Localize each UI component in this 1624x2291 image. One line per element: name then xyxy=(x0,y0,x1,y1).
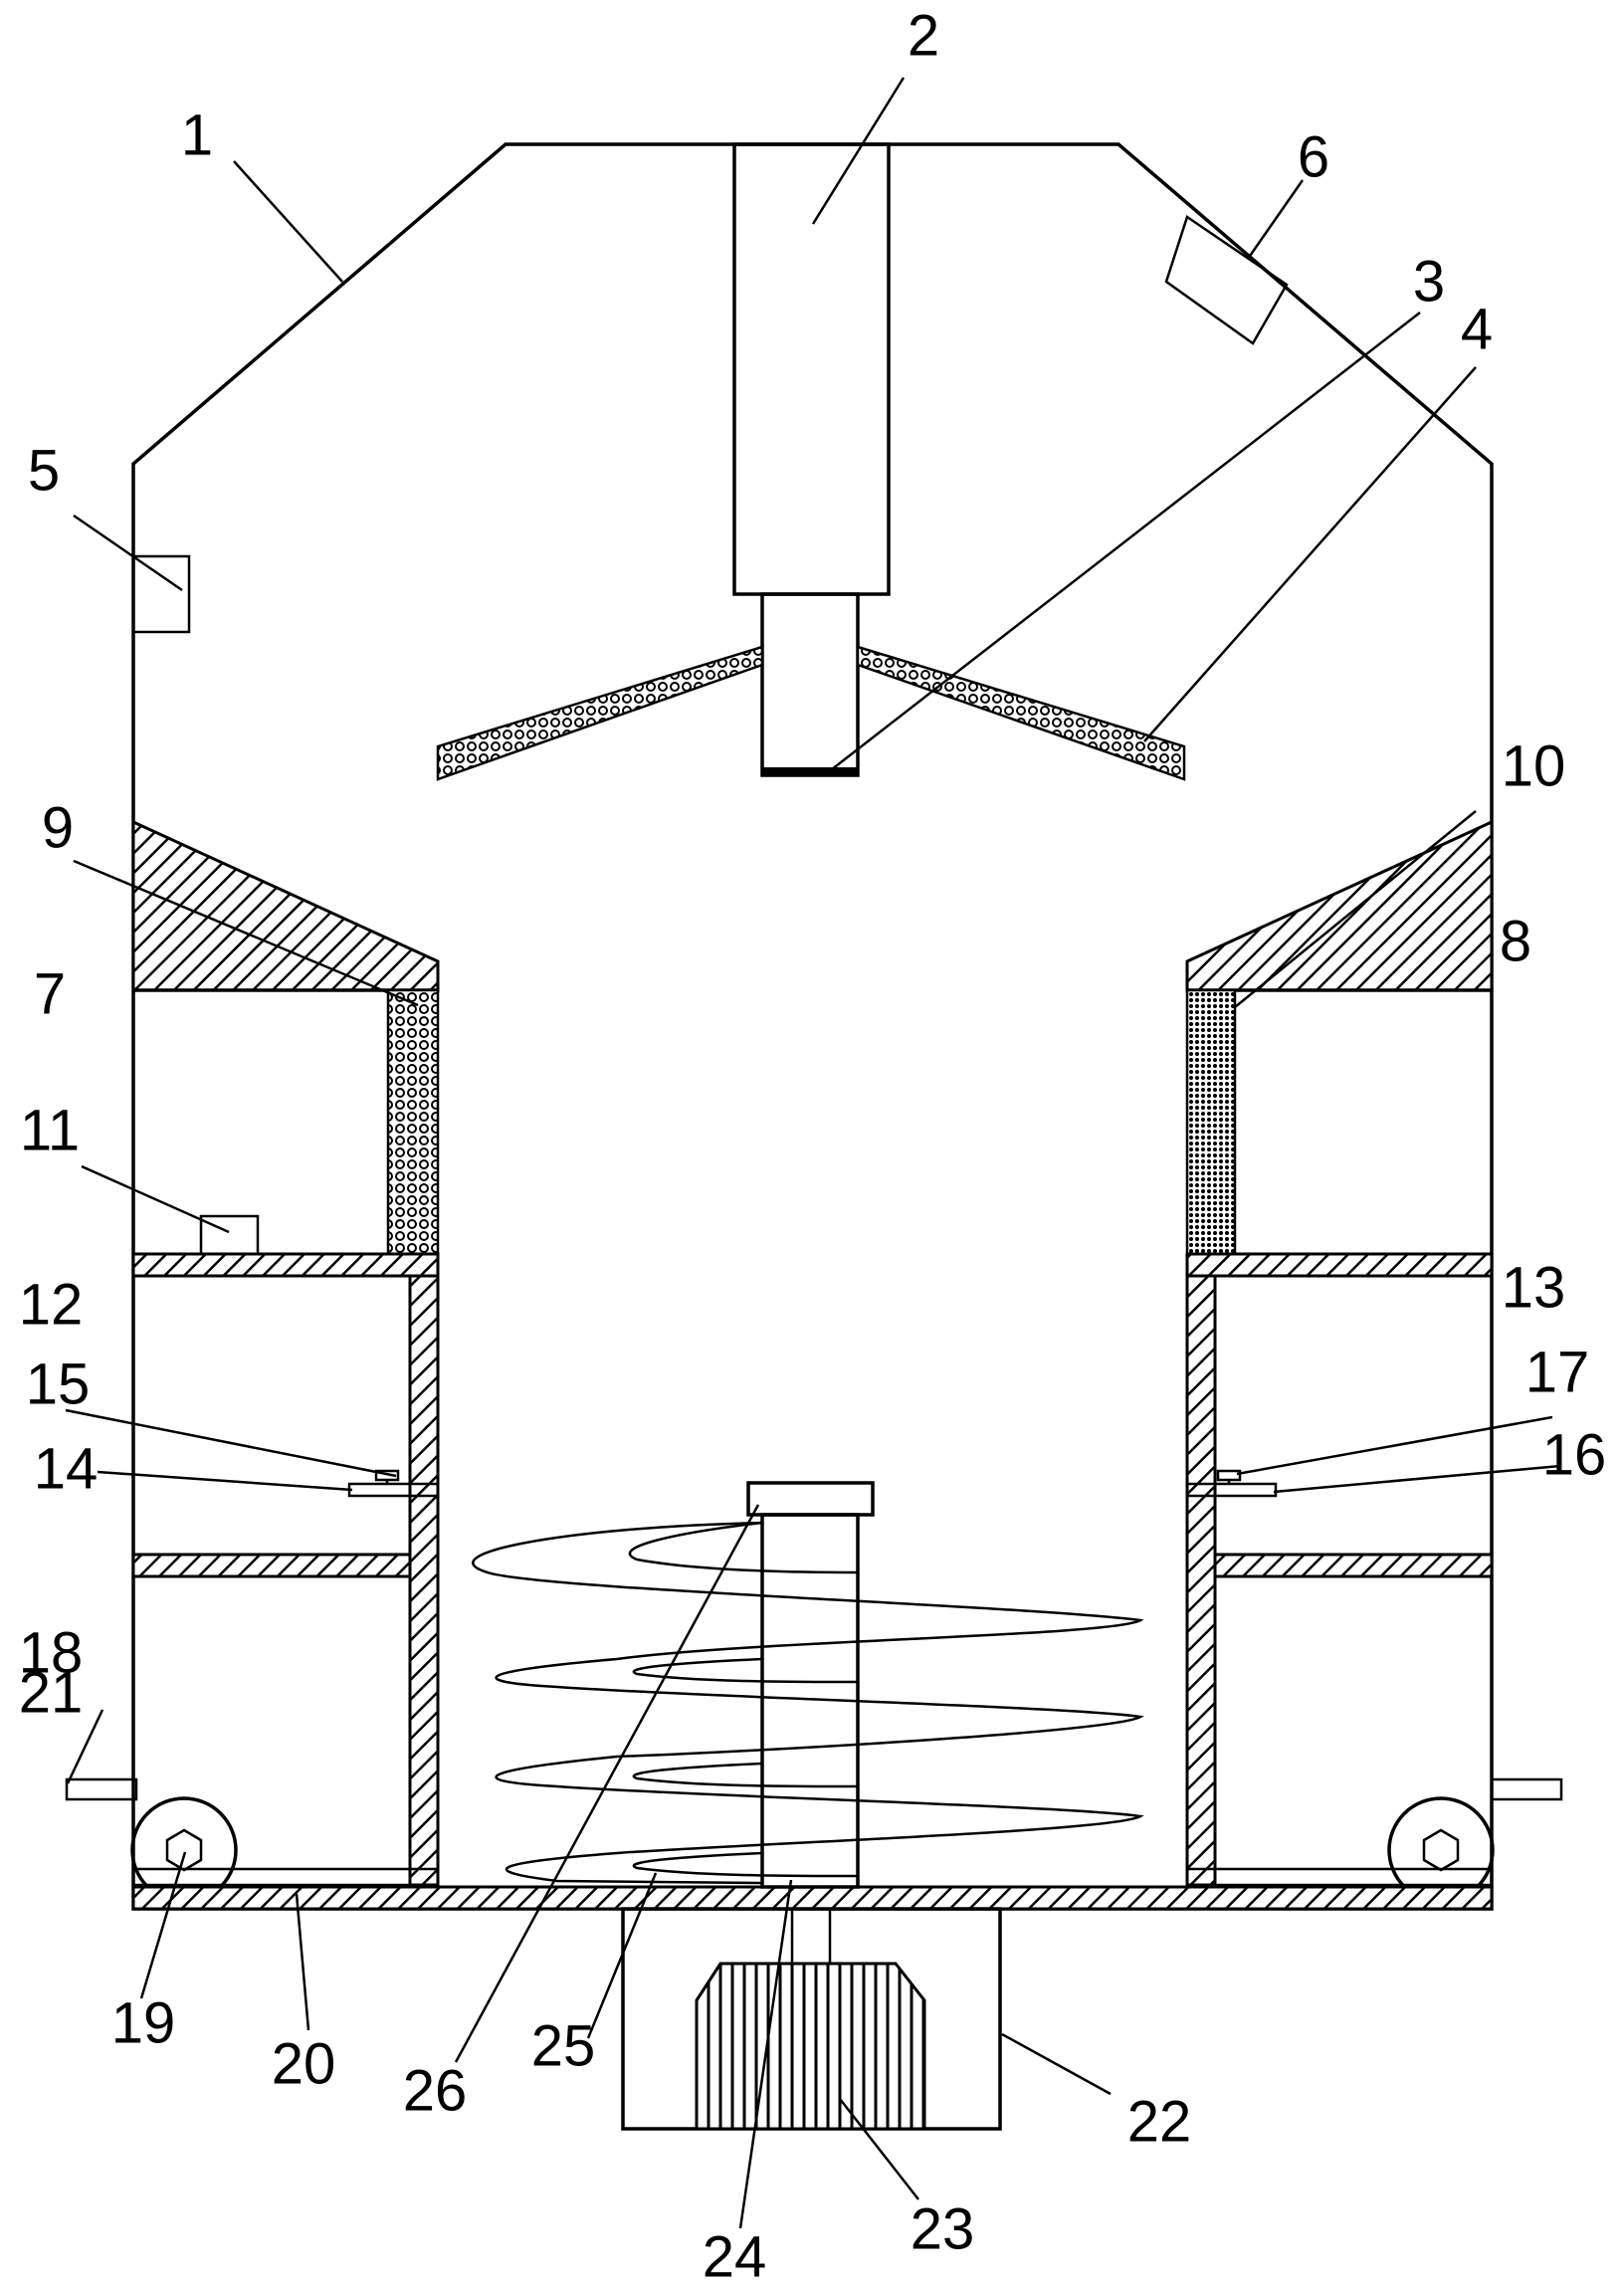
label-2: 2 xyxy=(908,3,939,68)
label-7: 7 xyxy=(34,961,66,1026)
tray-20-right xyxy=(1185,1867,1494,1887)
left-shelf-lower xyxy=(131,1553,412,1578)
handle-21-right xyxy=(1490,1777,1563,1801)
plate-16 xyxy=(1185,1482,1278,1498)
label-24: 24 xyxy=(703,2224,767,2289)
right-shelf-lower xyxy=(1213,1553,1494,1578)
label-9: 9 xyxy=(42,795,74,860)
spray-arm-right xyxy=(856,645,1186,781)
label-12: 12 xyxy=(19,1272,84,1337)
right-shelf-upper xyxy=(1185,1252,1494,1278)
left-inner-wall xyxy=(408,1274,440,1887)
label-3: 3 xyxy=(1413,249,1445,313)
drive-shaft xyxy=(790,1907,832,1966)
label-13: 13 xyxy=(1502,1255,1566,1320)
box-11 xyxy=(199,1214,260,1256)
label-8: 8 xyxy=(1500,909,1531,973)
label-5: 5 xyxy=(28,438,60,503)
label-10: 10 xyxy=(1502,733,1566,798)
wheel-right-hub xyxy=(1422,1828,1460,1872)
right-slope-block xyxy=(1185,819,1494,992)
label-1: 1 xyxy=(181,103,213,167)
label-22: 22 xyxy=(1127,2089,1192,2154)
label-14: 14 xyxy=(34,1436,99,1501)
spiral-blade xyxy=(472,1521,1144,1885)
sensor-5 xyxy=(131,554,191,634)
label-11: 11 xyxy=(20,1098,80,1162)
base-plate xyxy=(131,1885,1494,1911)
wheel-left-hub xyxy=(165,1828,203,1872)
stirring-shaft xyxy=(760,592,860,777)
leader-lines xyxy=(65,77,1561,2229)
shaft-cap xyxy=(762,767,858,776)
label-26: 26 xyxy=(403,2058,468,2123)
auger-top-cap xyxy=(746,1481,875,1517)
label-20: 20 xyxy=(272,2031,336,2096)
left-shelf-upper xyxy=(131,1252,440,1278)
motor-23 xyxy=(695,1962,926,2131)
label-21: 21 xyxy=(19,1660,84,1725)
sensor-6 xyxy=(1164,215,1289,345)
right-inner-wall xyxy=(1185,1274,1217,1887)
filter-10 xyxy=(1185,988,1237,1256)
spray-arm-left xyxy=(436,645,764,781)
knob-17 xyxy=(1216,1469,1242,1482)
label-18: 18 xyxy=(19,1620,84,1685)
label-15: 15 xyxy=(26,1352,91,1416)
spiral-blade-inner xyxy=(628,1521,859,1878)
label-19: 19 xyxy=(111,1990,176,2055)
handle-21-left xyxy=(65,1777,138,1801)
top-motor xyxy=(732,142,891,596)
label-16: 16 xyxy=(1542,1422,1607,1487)
filter-9 xyxy=(386,988,440,1256)
label-25: 25 xyxy=(531,2013,596,2078)
label-17: 17 xyxy=(1525,1340,1590,1404)
label-6: 6 xyxy=(1298,124,1329,189)
tray-20-left xyxy=(131,1867,440,1887)
label-4: 4 xyxy=(1461,297,1493,361)
label-23: 23 xyxy=(911,2196,975,2261)
